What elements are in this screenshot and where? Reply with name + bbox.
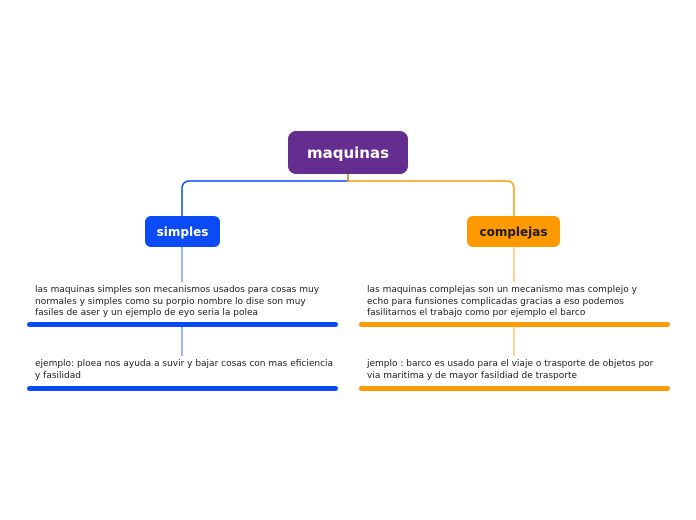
simples-note-definition-underline (27, 322, 338, 327)
root-to-complejas-connector (347, 174, 515, 216)
topic-simples[interactable]: simples (145, 216, 220, 247)
root-topic-label: maquinas (306, 143, 390, 162)
simples-note-example[interactable]: ejemplo: ploea nos ayuda a suvir y bajar… (35, 359, 334, 381)
topic-complejas-label: complejas (479, 224, 548, 239)
topic-simples-label: simples (156, 224, 209, 239)
complejas-note-definition-underline (359, 322, 670, 327)
simples-note-example-underline (27, 386, 338, 391)
complejas-note-example[interactable]: jemplo : barco es usado para el viaje o … (367, 359, 654, 381)
simples-note-definition[interactable]: las maquinas simples son mecanismos usad… (35, 285, 320, 318)
complejas-note-example-underline (359, 386, 670, 391)
root-topic-maquinas[interactable]: maquinas (288, 131, 408, 174)
topic-complejas[interactable]: complejas (467, 216, 560, 247)
complejas-note-definition[interactable]: las maquinas complejas son un mecanismo … (367, 285, 637, 318)
root-to-simples-connector (181, 174, 349, 216)
